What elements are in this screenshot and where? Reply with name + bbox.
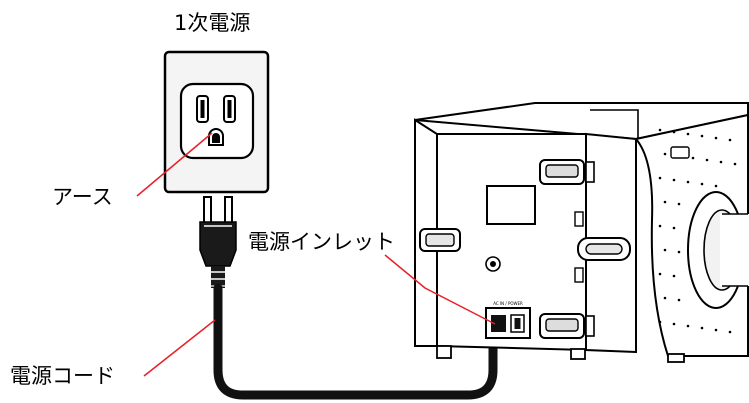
outlet-slot-right <box>223 95 236 123</box>
control-knob <box>687 191 749 309</box>
leader-line-ground <box>136 132 213 197</box>
brand-badge <box>670 146 690 159</box>
label-power-cord: 電源コード <box>10 364 115 388</box>
label-ground: アース <box>52 185 113 209</box>
latch-middle <box>577 237 631 261</box>
power-plug <box>199 196 237 288</box>
label-primary-power: 1次電源 <box>174 11 251 35</box>
outlet-slot-left <box>196 95 209 123</box>
power-inlet-panel: AC IN / POWER <box>485 301 531 339</box>
power-cord-cable <box>213 283 498 400</box>
leader-line-power-inlet <box>384 254 496 325</box>
ventilation-dots <box>658 128 737 334</box>
wall-outlet <box>163 50 270 194</box>
label-power-inlet: 電源インレット <box>248 230 395 254</box>
latch-bottom <box>539 313 595 339</box>
leader-line-power-cord <box>143 319 216 377</box>
latch-left <box>419 228 461 252</box>
latch-top <box>539 159 595 185</box>
inlet-caption: AC IN / POWER <box>493 301 523 306</box>
outlet-ground-hole <box>208 128 224 146</box>
